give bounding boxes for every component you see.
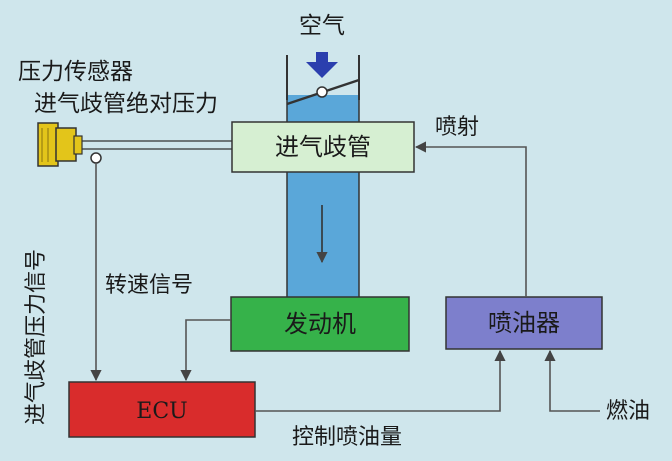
pressure-sensor-icon (37, 122, 102, 167)
injection-label: 喷射 (435, 115, 479, 140)
air-inflow-arrow (306, 52, 338, 78)
engine-label: 发动机 (284, 310, 356, 338)
engine-box (230, 296, 410, 352)
pressure-tube (82, 140, 232, 150)
intake-manifold-box (231, 121, 415, 173)
ecu-label: ECU (136, 399, 187, 424)
pressure-sensor-label: 压力传感器 (18, 59, 133, 85)
ecu-box (68, 381, 256, 438)
intake-manifold-label: 进气歧管 (275, 133, 371, 161)
manifold-abs-pressure-label: 进气歧管绝对压力 (34, 91, 218, 117)
speed-signal-label: 转速信号 (105, 273, 193, 298)
speed-signal-line (180, 319, 231, 382)
injection-line (414, 141, 527, 297)
control-injection-label: 控制喷油量 (292, 425, 402, 450)
fuel-label: 燃油 (606, 399, 650, 424)
control-line (255, 349, 506, 412)
air-label: 空气 (299, 13, 345, 39)
injector-box (445, 296, 603, 350)
manifold-pressure-signal-label: 进气歧管压力信号 (24, 249, 49, 425)
injector-label: 喷油器 (488, 309, 560, 337)
fuel-line (544, 349, 600, 412)
throttle-pivot (316, 86, 328, 98)
